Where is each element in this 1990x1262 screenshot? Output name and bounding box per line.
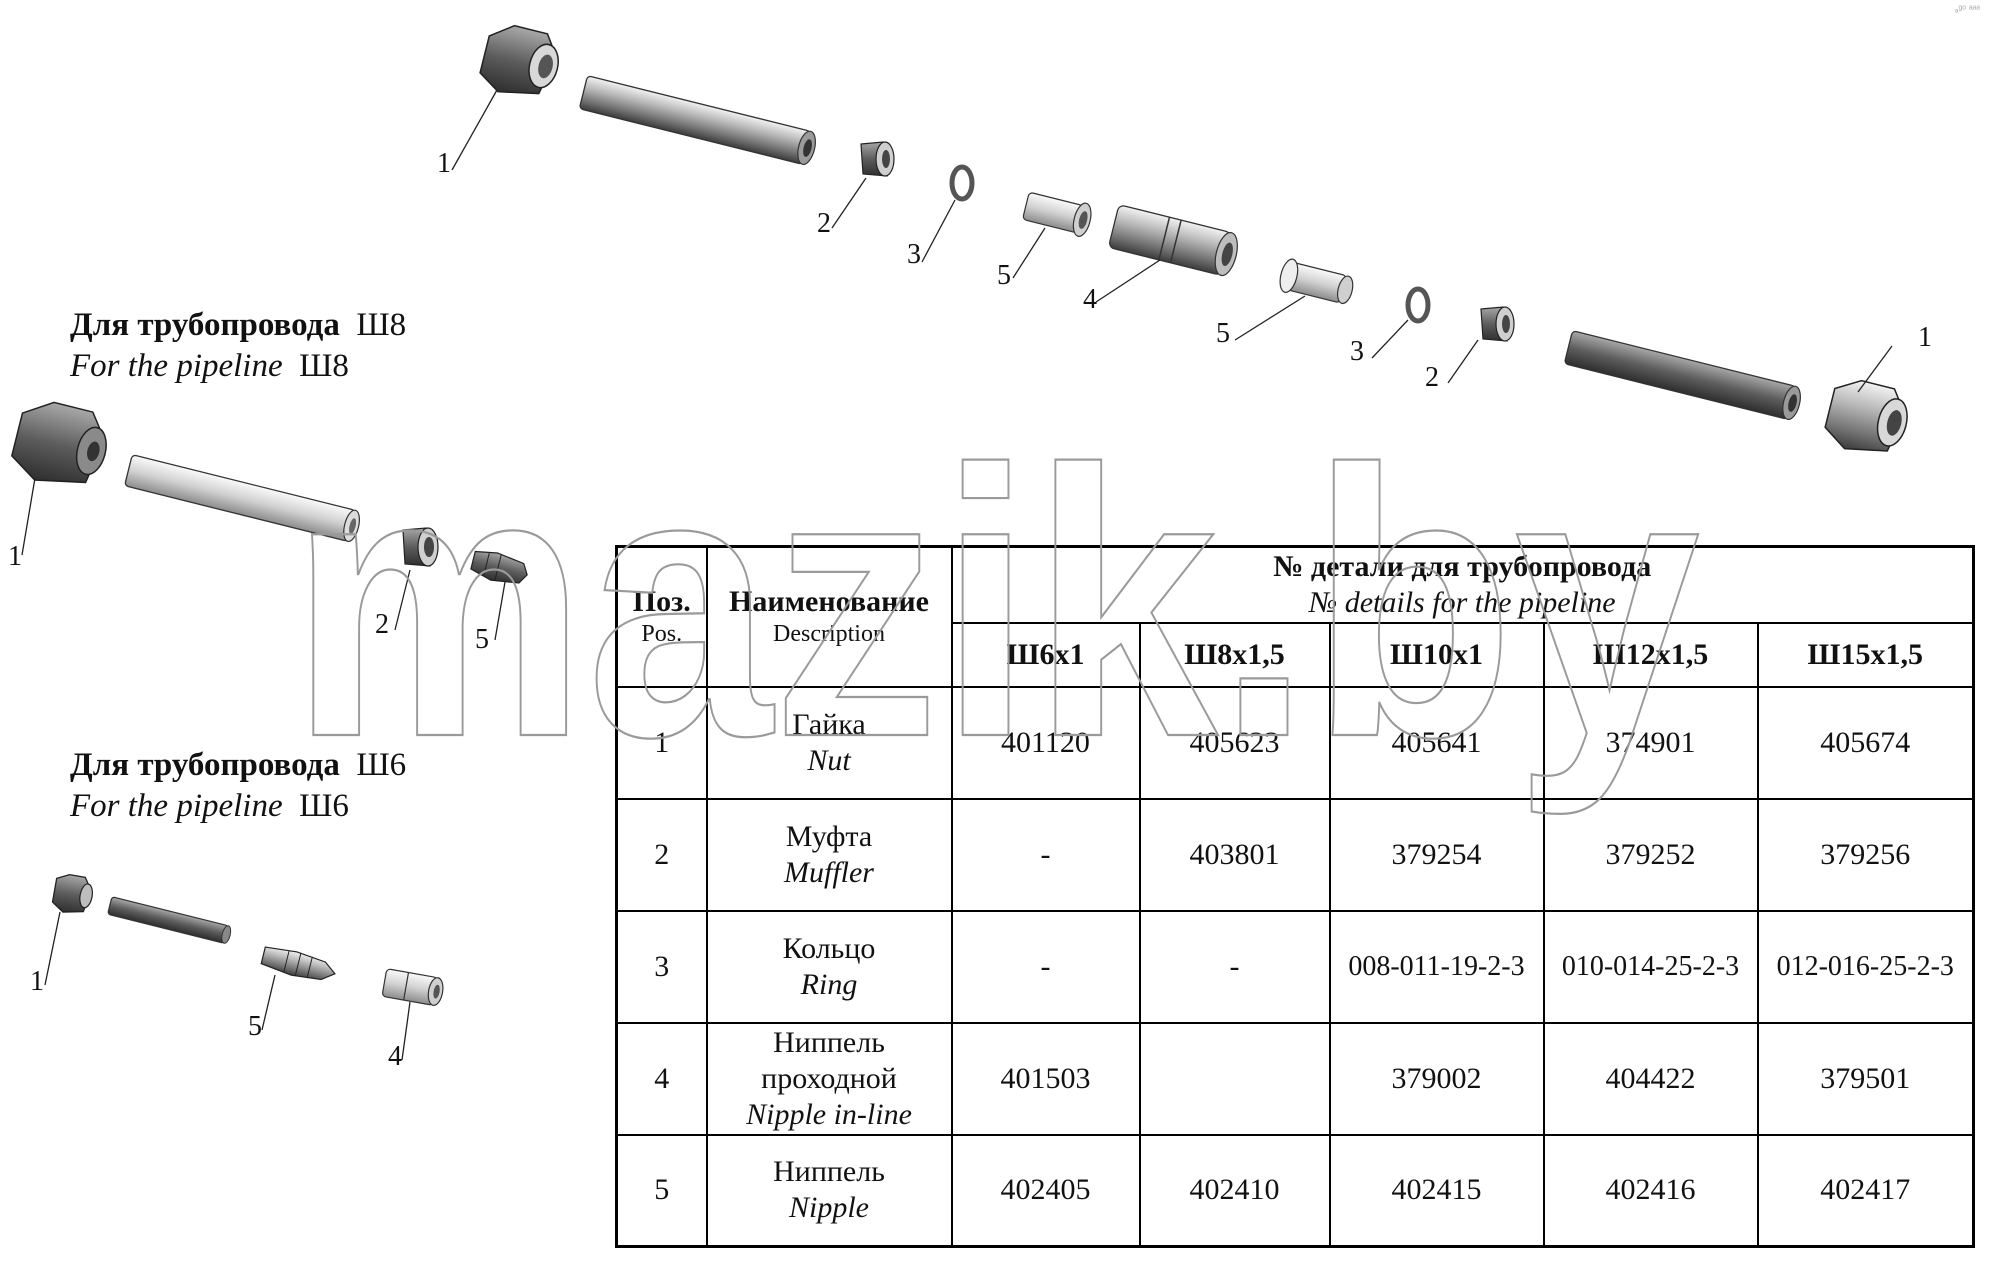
w6-nipple	[260, 946, 336, 981]
col-pos-header: Поз. Pos.	[615, 545, 708, 688]
top-tube-right	[1564, 330, 1801, 421]
row-value: 379254	[1328, 797, 1545, 912]
row-value: 402416	[1542, 1133, 1759, 1248]
size-header-0: Ш6х1	[950, 621, 1141, 688]
row-pos: 1	[615, 685, 708, 800]
col-name-header: Наименование Description	[705, 545, 953, 688]
row-value: 404422	[1542, 1021, 1759, 1136]
size-header-4: Ш15х1,5	[1756, 621, 1975, 688]
row-value: -	[950, 797, 1141, 912]
row-pos: 4	[615, 1021, 708, 1136]
col-group-header: № детали для трубопровода № details for …	[950, 545, 1975, 624]
callout-w8-5: 5	[475, 624, 489, 655]
row-value: 374901	[1542, 685, 1759, 800]
top-nut-left	[479, 24, 559, 95]
row-value: 401120	[950, 685, 1141, 800]
top-nut-right	[1824, 379, 1908, 452]
callout-top-2: 2	[817, 208, 831, 239]
row-value: -	[950, 909, 1141, 1024]
size-header-1: Ш8х1,5	[1138, 621, 1331, 688]
top-nipple-inline	[1109, 205, 1238, 277]
top-assembly: 1 2 3 5 4 5 3 2 1	[437, 24, 1932, 452]
w6-tube	[107, 896, 232, 944]
w8-nipple	[470, 550, 528, 584]
heading-w8: Для трубопровода Ш8 For the pipeline Ш8	[70, 305, 406, 388]
row-value: 403801	[1138, 797, 1331, 912]
heading-w6-en: For the pipeline Ш6	[70, 788, 349, 825]
callout-w6-1: 1	[30, 966, 44, 997]
row-value: 379256	[1756, 797, 1975, 912]
callout-top-7: 3	[1350, 336, 1364, 367]
callout-w6-5: 5	[248, 1011, 262, 1042]
row-value	[1138, 1021, 1331, 1136]
callout-top-6: 5	[1216, 318, 1230, 349]
top-tube-left	[579, 75, 816, 166]
top-muffler-right	[1480, 306, 1515, 342]
callout-w6-4: 4	[388, 1041, 402, 1072]
callout-w8-1: 1	[8, 541, 22, 572]
row-value: 405623	[1138, 685, 1331, 800]
row-pos: 5	[615, 1133, 708, 1248]
row-value: 405674	[1756, 685, 1975, 800]
corner-mark: ₐᵍᵒ ᵃᵃᵃ	[1954, 4, 1980, 15]
row-value: 008-011-19-2-3	[1328, 909, 1545, 1024]
top-nipple-right	[1279, 258, 1354, 305]
heading-w8-en: For the pipeline Ш8	[70, 348, 349, 385]
heading-w6-ru: Для трубопровода Ш6	[70, 747, 407, 783]
top-nipple-left	[1022, 192, 1092, 237]
w6-assembly: 1 5 4	[30, 873, 444, 1072]
callout-top-3: 3	[907, 239, 921, 270]
callout-top-4: 5	[997, 260, 1011, 291]
callout-top-5: 4	[1083, 284, 1097, 315]
w8-muffler	[402, 527, 439, 567]
size-header-2: Ш10х1	[1328, 621, 1545, 688]
row-value: 402417	[1756, 1133, 1975, 1248]
row-value: 402410	[1138, 1133, 1331, 1248]
row-value: 405641	[1328, 685, 1545, 800]
top-ring-left	[949, 164, 975, 202]
w8-assembly: 1 2 5	[8, 401, 528, 655]
w6-nut	[51, 873, 93, 913]
row-value: 379252	[1542, 797, 1759, 912]
top-muffler-left	[860, 141, 895, 177]
w6-nipple-inline	[381, 968, 444, 1006]
w8-tube	[124, 454, 361, 543]
w8-nut	[11, 401, 107, 484]
heading-w8-ru: Для трубопровода Ш8	[70, 307, 407, 343]
row-value: 402415	[1328, 1133, 1545, 1248]
row-value: -	[1138, 909, 1331, 1024]
callout-top-8: 2	[1425, 362, 1439, 393]
row-value: 379002	[1328, 1021, 1545, 1136]
row-value: 012-016-25-2-3	[1756, 909, 1975, 1024]
size-header-3: Ш12х1,5	[1542, 621, 1759, 688]
top-ring-right	[1405, 286, 1431, 324]
row-value: 402405	[950, 1133, 1141, 1248]
callout-w8-2: 2	[375, 609, 389, 640]
row-value: 401503	[950, 1021, 1141, 1136]
row-pos: 2	[615, 797, 708, 912]
row-value: 379501	[1756, 1021, 1975, 1136]
callout-top-1: 1	[437, 148, 451, 179]
row-value: 010-014-25-2-3	[1542, 909, 1759, 1024]
heading-w6: Для трубопровода Ш6 For the pipeline Ш6	[70, 745, 406, 828]
parts-table: Поз. Pos. Наименование Description № дет…	[615, 545, 1975, 1248]
row-pos: 3	[615, 909, 708, 1024]
callout-top-9: 1	[1918, 322, 1932, 353]
